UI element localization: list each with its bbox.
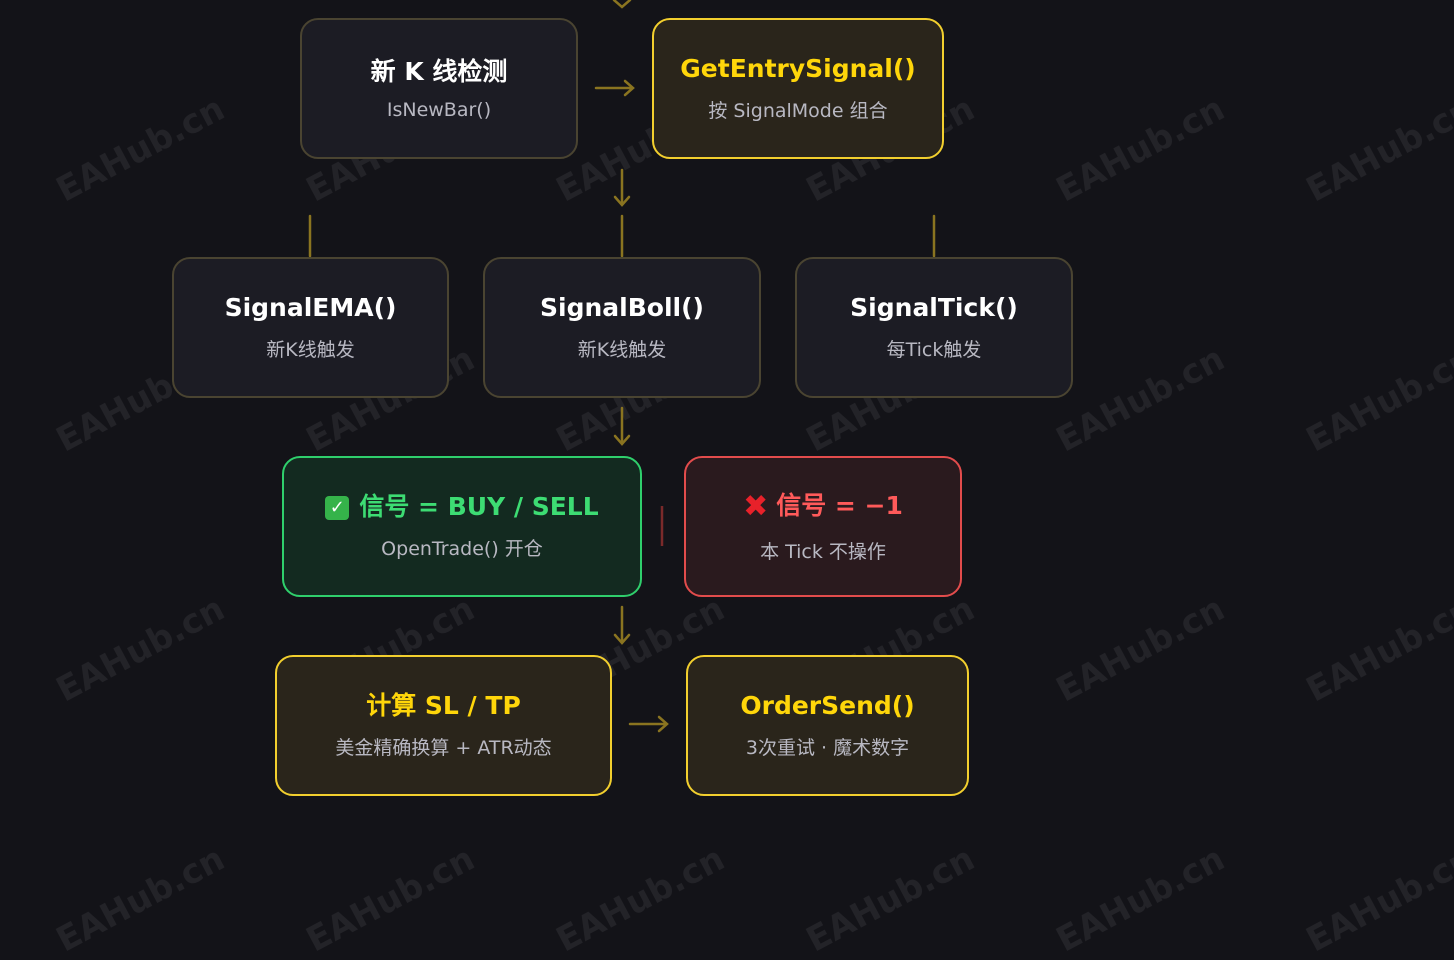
arrow-result-sltp-head [613,633,631,645]
node-buysell-title: 信号 = BUY / SELL [359,492,599,521]
node-boll-sub: 新K线触发 [577,339,667,361]
node-newbar-title: 新 K 线检测 [370,56,508,86]
node-send-sub: 3次重试 · 魔术数字 [745,737,910,759]
arrow-newbar-entry-head [623,79,635,97]
node-none: ✖信号 = −1 本 Tick 不操作 [684,456,962,597]
node-entry-title: GetEntrySignal() [680,54,916,83]
cross-icon: ✖ [743,489,769,524]
node-buysell: ✓ 信号 = BUY / SELL OpenTrade() 开仓 [282,456,642,597]
arrow-sltp-send-head [657,715,669,733]
node-tick-title: SignalTick() [850,293,1018,322]
node-newbar-sub: IsNewBar() [386,98,492,121]
node-none-title: 信号 = −1 [776,491,903,520]
connector-layer [308,0,936,733]
node-none-title-row: ✖信号 = −1 [743,489,903,525]
arrow-entry-down-head [613,195,631,207]
node-ema: SignalEMA() 新K线触发 [172,257,449,398]
node-sltp-title: 计算 SL / TP [366,691,521,720]
node-tick-sub: 每Tick触发 [886,339,982,361]
node-buysell-sub: OpenTrade() 开仓 [381,538,543,560]
node-entry-sub: 按 SignalMode 组合 [708,100,888,122]
node-sltp-sub: 美金精确换算 + ATR动态 [335,737,552,759]
node-tick: SignalTick() 每Tick触发 [795,257,1073,398]
node-send-title: OrderSend() [740,691,915,720]
arrow-boll-result-head [613,434,631,446]
check-icon: ✓ [325,496,350,520]
arrow-top-tip [612,0,632,9]
node-buysell-title-row: ✓ 信号 = BUY / SELL [325,492,599,522]
node-none-sub: 本 Tick 不操作 [760,541,886,563]
node-ema-sub: 新K线触发 [266,339,355,361]
node-send: OrderSend() 3次重试 · 魔术数字 [686,655,969,796]
node-boll: SignalBoll() 新K线触发 [483,257,761,398]
node-entry: GetEntrySignal() 按 SignalMode 组合 [652,18,944,159]
node-ema-title: SignalEMA() [224,293,397,322]
node-newbar: 新 K 线检测 IsNewBar() [300,18,578,159]
node-boll-title: SignalBoll() [540,293,704,322]
node-sltp: 计算 SL / TP 美金精确换算 + ATR动态 [275,655,612,796]
